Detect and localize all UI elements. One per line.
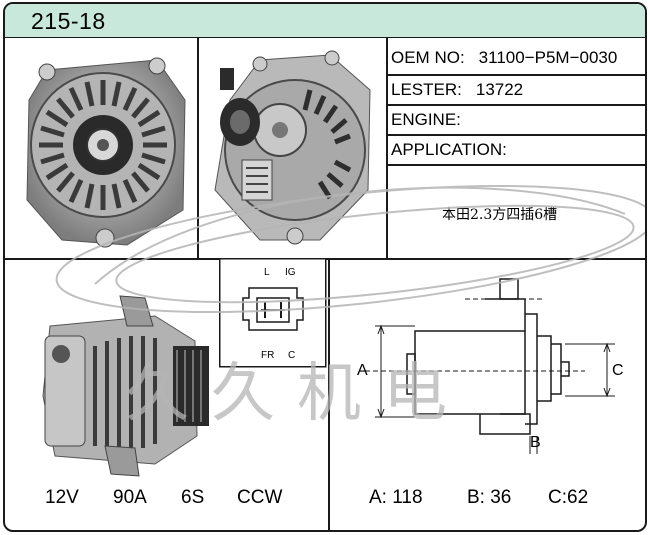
row-line-4 — [386, 164, 645, 166]
connector-label-ig: IG — [285, 267, 296, 278]
connector-label-fr: FR — [261, 350, 275, 361]
connector-label-c: C — [288, 350, 296, 361]
spec-pulley: 6S — [181, 487, 205, 508]
lester-value: 13722 — [475, 80, 524, 99]
connector-label-l: L — [264, 267, 270, 278]
spec-rotation: CCW — [237, 487, 283, 508]
dimension-drawing — [365, 278, 615, 454]
application-row: APPLICATION: — [391, 140, 521, 160]
spec-amperage: 90A — [113, 487, 147, 508]
alternator-side-photo — [42, 295, 209, 477]
row-line-2 — [386, 104, 645, 106]
lester-row: LESTER: 13722 — [391, 80, 523, 100]
row-line-1 — [386, 74, 645, 76]
header-bar: 215-18 — [5, 4, 645, 38]
oem-number-row: OEM NO: 31100−P5M−0030 — [391, 48, 617, 68]
application-note: 本田2.3方四插6槽 — [442, 207, 558, 223]
part-number-title: 215-18 — [31, 8, 106, 34]
alternator-front-photo — [26, 57, 186, 248]
alternator-rear-photo — [214, 50, 371, 245]
dimension-label-b: B — [530, 434, 541, 451]
product-spec-sheet: 215-18 OEM NO: 31100−P5M−0030 LESTER: 1372… — [3, 2, 647, 532]
oem-number-value: 31100−P5M−0030 — [478, 48, 618, 67]
lester-label: LESTER: — [391, 80, 462, 99]
watermark-swoosh — [55, 184, 645, 314]
application-label: APPLICATION: — [391, 140, 507, 159]
divider-bottom — [328, 258, 330, 530]
row-line-3 — [386, 134, 645, 136]
engine-row: ENGINE: — [391, 110, 475, 130]
divider-photo-1 — [197, 38, 199, 258]
dimension-c-value: C:62 — [548, 487, 589, 508]
dimension-b-value: B: 36 — [467, 487, 512, 508]
watermark-text: 久久机电 — [125, 357, 469, 431]
spec-voltage: 12V — [45, 487, 79, 508]
dimension-a-value: A: 118 — [369, 487, 423, 508]
engine-label: ENGINE: — [391, 110, 461, 129]
dimension-label-c: C — [612, 362, 624, 379]
divider-photo-2 — [386, 38, 388, 258]
oem-number-label: OEM NO: — [391, 48, 465, 67]
dimension-label-a: A — [357, 362, 368, 379]
